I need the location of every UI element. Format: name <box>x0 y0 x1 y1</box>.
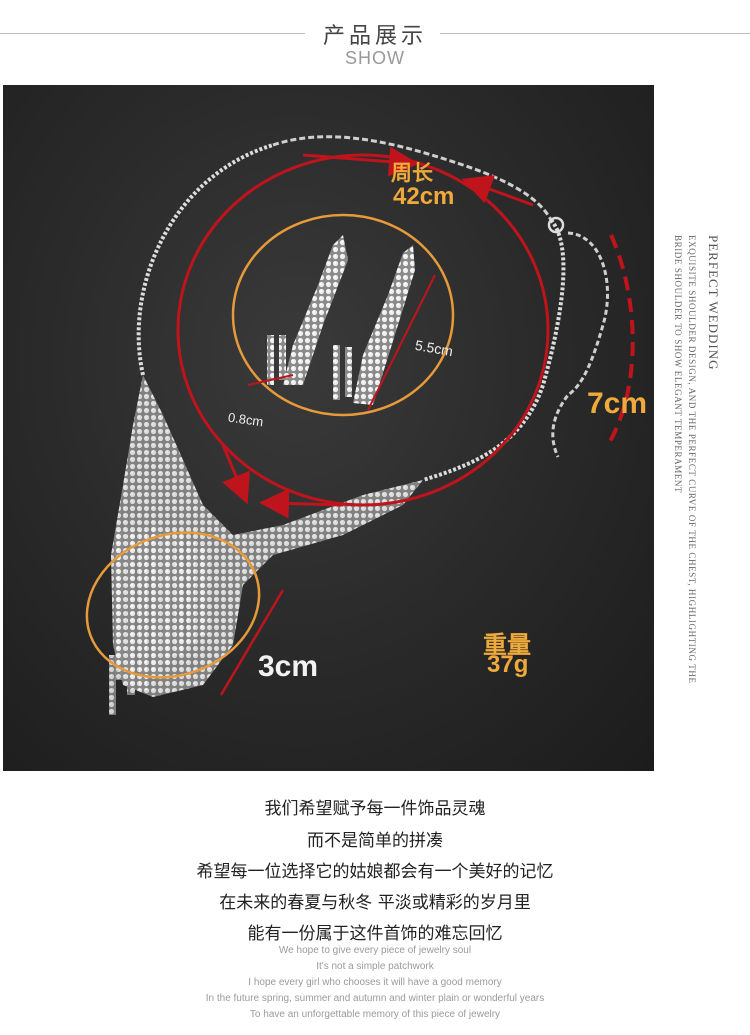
earring-highlight-circle <box>231 213 455 417</box>
poem-en-line: I hope every girl who chooses it will ha… <box>248 977 502 988</box>
weight-value: 37g <box>487 651 529 678</box>
section-title: 产品展示 <box>322 24 427 49</box>
pendant-highlight-circle <box>85 531 261 679</box>
header-divider-left <box>0 33 305 34</box>
circumference-value: 42cm <box>393 183 455 210</box>
poem-cn-line: 而不是简单的拼凑 <box>307 831 443 851</box>
necklace-illustration <box>85 135 635 715</box>
poem-cn-line: 希望每一位选择它的姑娘都会有一个美好的记忆 <box>196 862 554 882</box>
poem-en-line: We hope to give every piece of jewelry s… <box>278 945 472 956</box>
product-photo: 周长 42cm 7cm 5.5cm 0.8cm 3cm 重量 37g <box>3 85 654 771</box>
weight-label: 重量 <box>483 632 531 659</box>
pendant-length: 3cm <box>258 650 319 683</box>
header-divider-right <box>440 33 750 34</box>
circumference-ring <box>176 153 550 507</box>
poem-en-line: To have an unforgettable memory of this … <box>249 1009 501 1020</box>
section-subtitle: SHOW <box>345 48 405 68</box>
poem-en-line: It's not a simple patchwork <box>316 961 434 972</box>
side-caption-line-2: BRIDE SHOULDER TO SHOW ELEGANT TEMPERAME… <box>673 235 683 494</box>
side-caption-line-1: EXQUISITE SHOULDER DESIGN, AND THE PERFE… <box>687 235 697 684</box>
circumference-label: 周长 <box>391 162 433 185</box>
poem-cn-line: 能有一份属于这件首饰的难忘回忆 <box>247 924 503 944</box>
extension-length: 7cm <box>587 387 648 420</box>
poem-cn-line: 在未来的春夏与秋冬 平淡或精彩的岁月里 <box>219 893 531 913</box>
poem-en-line: In the future spring, summer and autumn … <box>205 993 545 1004</box>
poem-cn-line: 我们希望赋予每一件饰品灵魂 <box>264 799 486 819</box>
section-header: 产品展示 SHOW <box>0 0 750 80</box>
side-caption-title: PERFECT WEDDING <box>706 235 721 371</box>
side-caption: PERFECT WEDDING EXQUISITE SHOULDER DESIG… <box>665 235 745 684</box>
